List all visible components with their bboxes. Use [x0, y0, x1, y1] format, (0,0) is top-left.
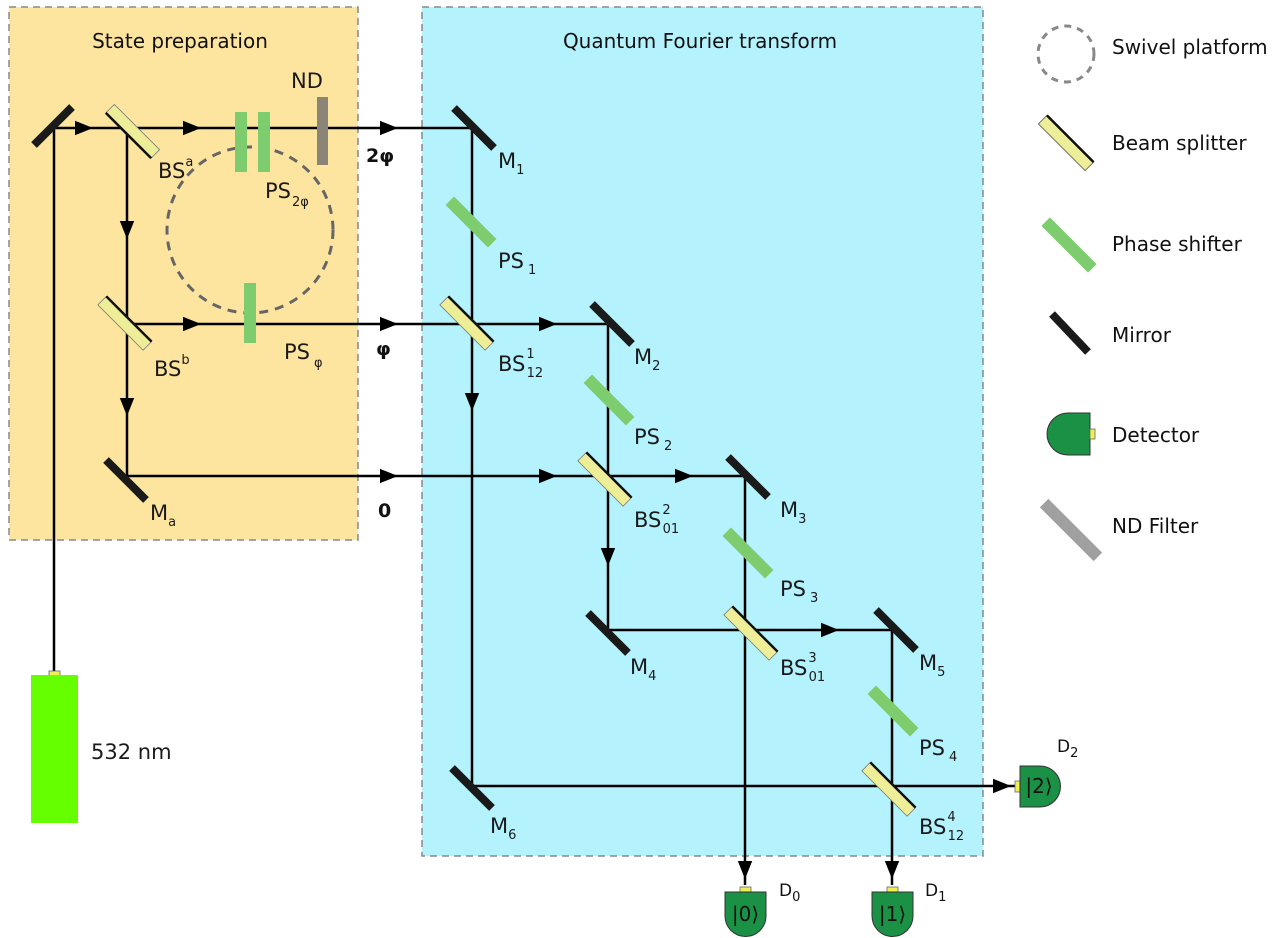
- label-bs-a: BSa: [158, 155, 193, 183]
- phase-shifter-ps2: [583, 374, 635, 426]
- legend-label: Beam splitter: [1112, 131, 1247, 155]
- state-preparation-region: [8, 6, 359, 541]
- qft-region: [421, 6, 984, 857]
- phase-shifter-ps1: [445, 196, 497, 248]
- detector-d2-label: D2: [1057, 737, 1078, 761]
- legend-label: Phase shifter: [1112, 232, 1243, 256]
- phase-shifters: [235, 112, 919, 737]
- detector-d0-label: D0: [779, 881, 800, 905]
- legend-item-beam-splitter: Beam splitter: [1037, 114, 1247, 172]
- beam-splitter-bs2: [577, 451, 633, 507]
- legend-item-nd-filter: ND Filter: [1039, 498, 1199, 562]
- mirror-m5: [873, 607, 919, 653]
- beam-splitter-bs4: [861, 761, 917, 817]
- label-m2: M2: [634, 345, 660, 374]
- label-m3: M3: [780, 498, 806, 527]
- beam-splitter-bs-a: [104, 103, 161, 160]
- legend: Swivel platform Beam splitter Phase shif…: [1036, 24, 1268, 562]
- laser-source: [31, 675, 78, 823]
- legend-item-phase-shifter: Phase shifter: [1041, 217, 1243, 273]
- label-m-a: Ma: [150, 501, 176, 530]
- laser-wavelength-label: 532 nm: [91, 740, 172, 764]
- phase-shifter-ps3: [722, 527, 774, 579]
- detector-d2: |2⟩ D2: [1014, 737, 1078, 808]
- detector-d1-ket: |1⟩: [879, 902, 906, 926]
- mirror-m6: [449, 765, 495, 811]
- beam-splitter-bs-b: [97, 295, 153, 351]
- mirror-input: [31, 104, 75, 148]
- detector-d0-ket: |0⟩: [732, 902, 759, 926]
- phase-shifter-ps4: [867, 685, 919, 737]
- mirror-m2: [589, 301, 635, 347]
- mirrors: [31, 104, 919, 811]
- phase-shifter-2phi-a: [235, 112, 247, 172]
- phase-shifter-2phi-b: [258, 112, 270, 172]
- state-preparation-title: State preparation: [92, 29, 268, 53]
- legend-label: Swivel platform: [1112, 35, 1268, 59]
- beam-splitter-bs1: [439, 295, 495, 351]
- detector-d1-label: D1: [925, 881, 946, 905]
- legend-item-swivel-platform: Swivel platform: [1036, 24, 1268, 84]
- detector-d1: |1⟩ D1: [871, 881, 946, 937]
- label-ps-2phi: PS2φ: [265, 179, 309, 210]
- mirror-m3: [725, 454, 771, 500]
- label-m1: M1: [498, 149, 524, 178]
- phase-shifter-icon: [1041, 217, 1097, 273]
- legend-label: ND Filter: [1112, 514, 1199, 538]
- label-phase-2phi: 2φ: [366, 145, 394, 167]
- legend-item-mirror: Mirror: [1049, 311, 1172, 355]
- legend-label: Detector: [1112, 423, 1200, 447]
- beam-arrows: [74, 120, 1011, 879]
- mirror-icon: [1049, 311, 1091, 355]
- legend-label: Mirror: [1112, 323, 1172, 347]
- mirror-m1: [451, 105, 497, 151]
- detector-d2-ket: |2⟩: [1025, 774, 1052, 798]
- label-nd: ND: [291, 69, 323, 93]
- detector-d0: |0⟩ D0: [724, 881, 800, 937]
- beam-splitter-icon: [1037, 114, 1095, 172]
- phase-shifter-phi: [244, 283, 256, 343]
- beam-splitter-bs3: [723, 605, 779, 661]
- label-m5: M5: [919, 651, 945, 680]
- legend-item-detector: Detector: [1046, 412, 1200, 456]
- label-m6: M6: [490, 814, 516, 843]
- mirror-m-a: [103, 457, 149, 503]
- mirror-m4: [585, 610, 631, 656]
- qft-title: Quantum Fourier transform: [563, 29, 837, 53]
- label-phase-zero: 0: [378, 500, 391, 522]
- label-phase-phi: φ: [376, 338, 391, 360]
- label-m4: M4: [630, 655, 656, 684]
- detector-icon: [1046, 412, 1096, 456]
- beam-splitters: [97, 103, 917, 817]
- label-bs-b: BSb: [154, 353, 190, 381]
- swivel-platform-icon: [1036, 24, 1096, 84]
- nd-filter: [317, 97, 328, 165]
- nd-filter-icon: [1039, 498, 1103, 562]
